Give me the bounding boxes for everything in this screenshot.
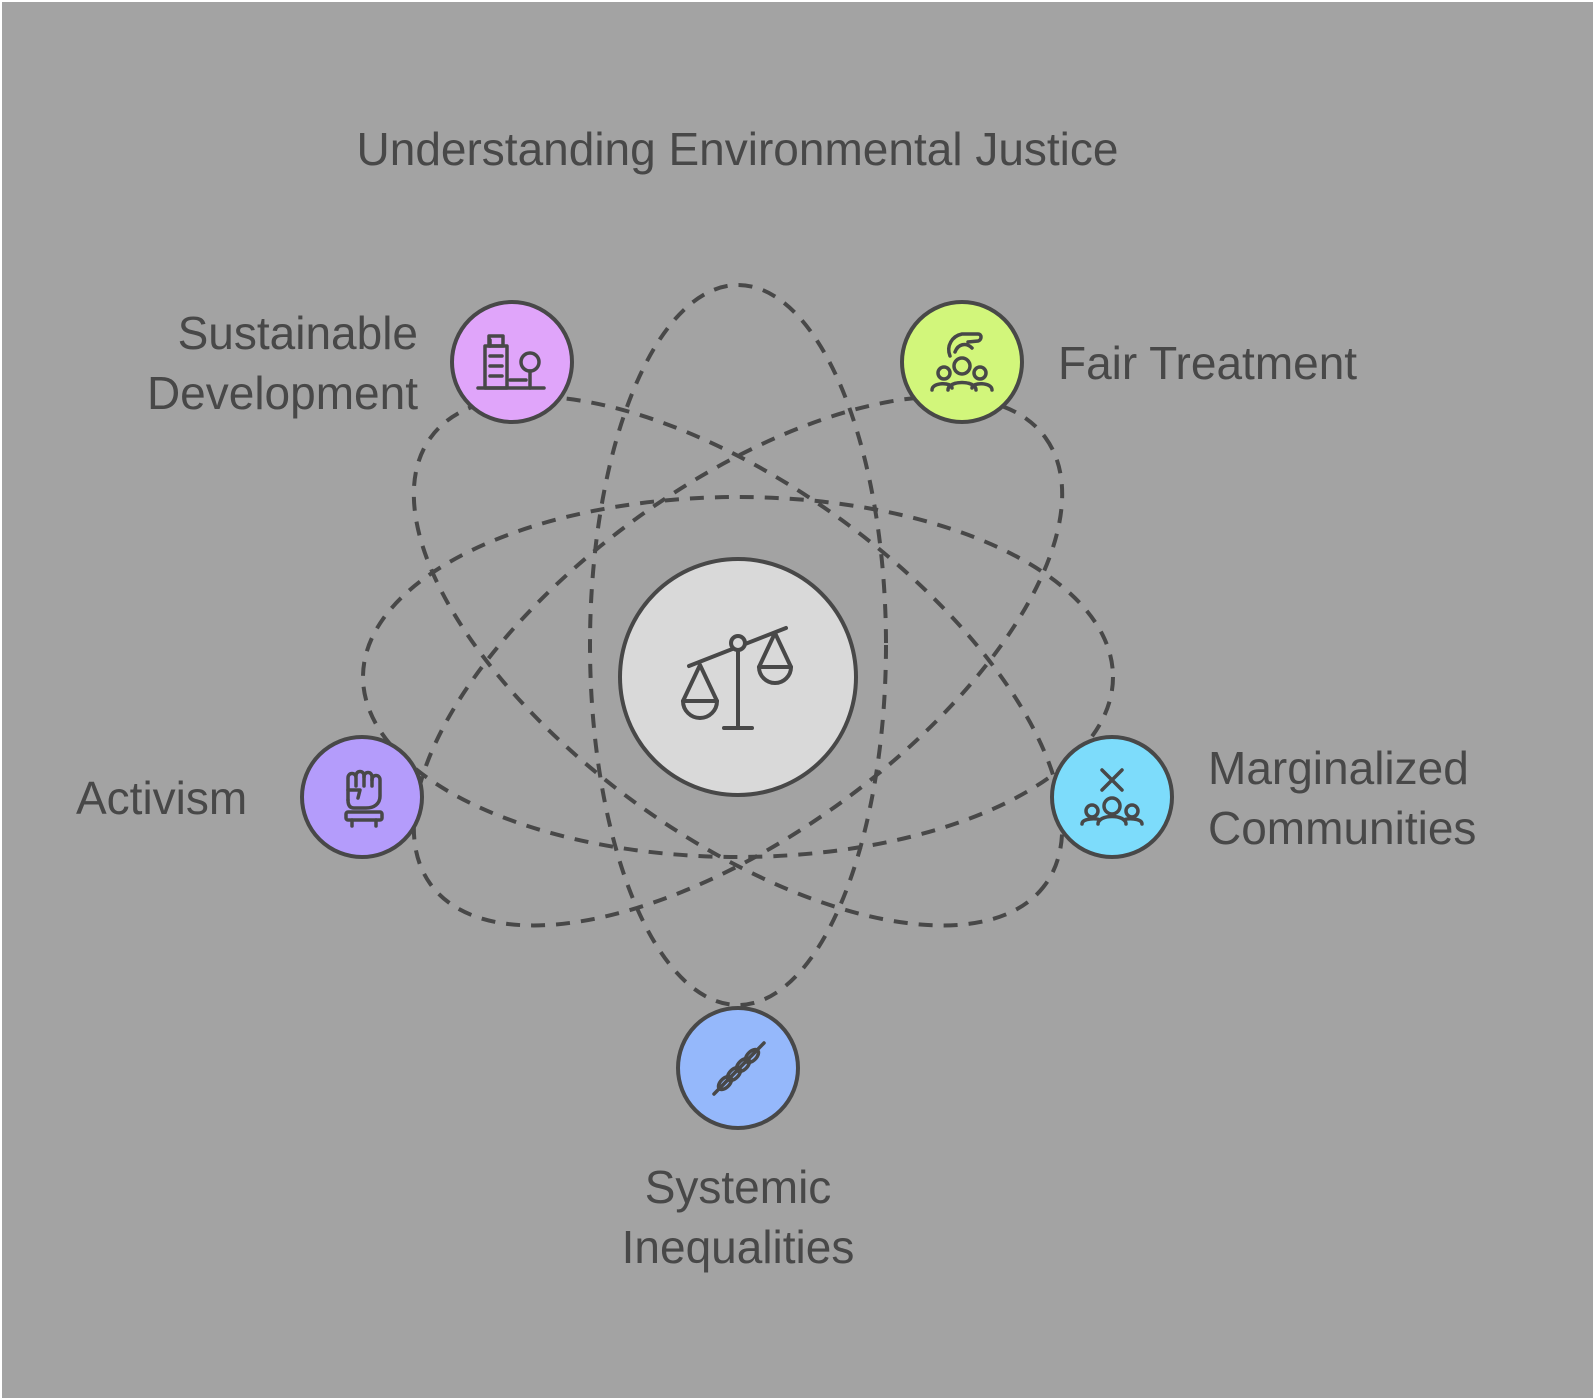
- node-circle: [300, 735, 424, 859]
- orbit-horizontal: [361, 495, 1115, 859]
- raised-fist-icon: [344, 769, 384, 828]
- scales-of-justice-icon: [681, 626, 793, 730]
- label-sustainable-development: Sustainable Development: [146, 307, 418, 419]
- label-activism: Activism: [76, 772, 248, 824]
- orbit-diagonal-a: [411, 394, 1065, 928]
- label-marginalized-communities: Marginalized Communities: [1208, 742, 1477, 854]
- node-circle: [900, 300, 1024, 424]
- diagram-title: Understanding Environmental Justice: [356, 123, 1119, 175]
- hand-over-people-icon: [930, 332, 994, 392]
- excluded-group-icon: [1080, 768, 1144, 826]
- node-systemic-inequalities[interactable]: [676, 1006, 800, 1130]
- node-sustainable-development[interactable]: [450, 300, 574, 424]
- orbit-diagonal-b: [411, 394, 1065, 928]
- node-activism[interactable]: [300, 735, 424, 859]
- label-fair-treatment: Fair Treatment: [1058, 337, 1358, 389]
- node-fair-treatment[interactable]: [900, 300, 1024, 424]
- label-systemic-inequalities: Systemic Inequalities: [621, 1161, 855, 1273]
- node-circle: [450, 300, 574, 424]
- chain-icon: [712, 1041, 766, 1096]
- node-marginalized-communities[interactable]: [1050, 735, 1174, 859]
- center-hub: [618, 557, 858, 797]
- orbits: [361, 283, 1115, 1007]
- orbit-vertical: [588, 283, 888, 1007]
- city-tree-icon: [476, 334, 546, 390]
